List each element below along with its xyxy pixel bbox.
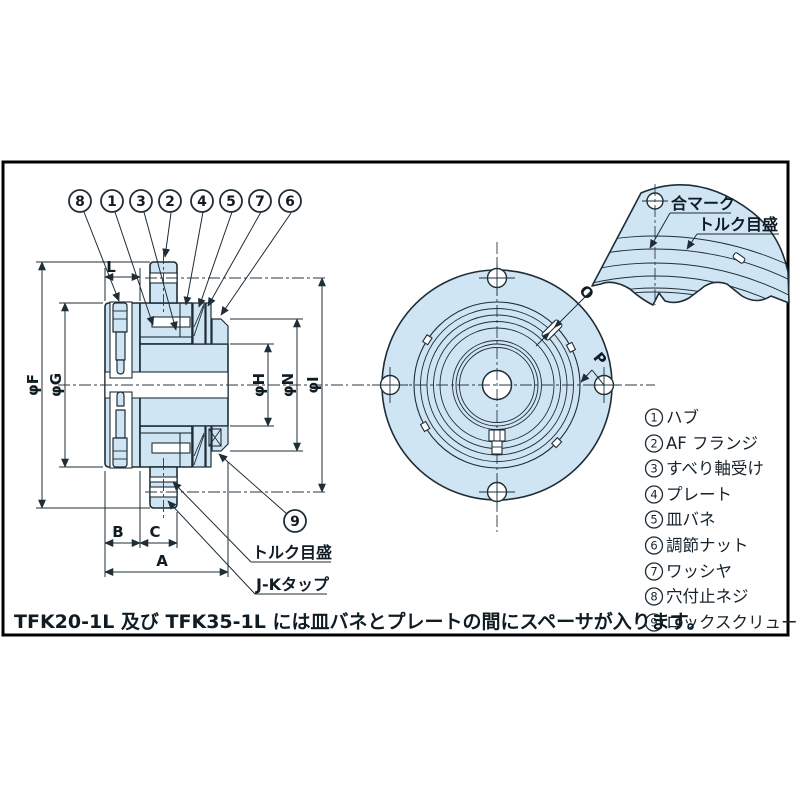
spring-hatch — [193, 305, 205, 337]
disc-spring-bottom — [192, 425, 206, 468]
slide-bearing-top — [139, 336, 193, 345]
spring-hatch — [193, 303, 205, 328]
svg-text:穴付止ネジ: 穴付止ネジ — [666, 587, 749, 606]
dim-label-a: A — [156, 552, 168, 570]
slide-bearing-bottom — [139, 425, 193, 434]
dim-label-b: B — [112, 523, 123, 541]
svg-text:7: 7 — [255, 194, 265, 210]
lock-screw-front — [488, 429, 506, 455]
legend-item-3: 3 すべり軸受け — [644, 459, 764, 478]
detail-view: 合マーク トルク目盛 — [591, 184, 790, 306]
svg-text:AF フランジ: AF フランジ — [666, 434, 758, 453]
spacer-note: TFK20-1L 及び TFK35-1L には皿バネとプレートの間にスペーサが入… — [14, 610, 706, 633]
callout-7: 7 — [248, 189, 272, 213]
adjust-nut-top — [211, 318, 229, 345]
svg-text:8: 8 — [75, 194, 85, 210]
svg-text:トルク目盛: トルク目盛 — [698, 215, 778, 234]
svg-text:6: 6 — [650, 539, 657, 553]
align-mark-label: 合マーク — [649, 194, 735, 249]
svg-text:3: 3 — [650, 462, 657, 476]
adjust-nut-bottom — [211, 425, 229, 452]
dimension-l: L — [104, 258, 141, 301]
callout-9: 9 — [218, 453, 307, 533]
callout-1: 1 — [100, 189, 124, 213]
svg-text:2: 2 — [165, 194, 175, 210]
svg-text:2: 2 — [650, 437, 657, 451]
svg-text:皿バネ: 皿バネ — [666, 510, 716, 529]
slide-gap-top — [151, 316, 191, 328]
svg-text:調節ナット: 調節ナット — [666, 536, 749, 555]
svg-text:すべり軸受け: すべり軸受け — [666, 459, 764, 478]
svg-text:5: 5 — [226, 194, 236, 210]
spring-hatch — [193, 432, 205, 457]
dimension-phi-n: φN — [230, 318, 303, 452]
callout-3: 3 — [129, 189, 153, 213]
dim-label-phi-i: φI — [304, 376, 322, 393]
dim-label-phi-f: φF — [24, 374, 42, 396]
svg-text:4: 4 — [650, 488, 657, 502]
callout-5: 5 — [219, 189, 243, 213]
svg-text:4: 4 — [197, 194, 207, 210]
nut-notches — [419, 334, 577, 449]
dim-label-phi-h: φH — [250, 373, 268, 397]
jk-tap-label: J-Kタップ — [167, 500, 330, 595]
callout-2: 2 — [158, 189, 182, 213]
svg-text:3: 3 — [136, 194, 146, 210]
dim-label-c: C — [149, 523, 160, 541]
svg-text:5: 5 — [650, 513, 657, 527]
svg-text:トルク目盛: トルク目盛 — [252, 543, 332, 562]
lock-screw-section — [208, 428, 222, 447]
dimension-c: C — [139, 512, 178, 548]
svg-text:8: 8 — [650, 590, 657, 604]
svg-text:1: 1 — [650, 411, 657, 425]
dimension-b: B — [104, 471, 141, 577]
svg-text:プレート: プレート — [666, 485, 732, 504]
svg-text:7: 7 — [650, 565, 657, 579]
dimension-phi-g: φG — [47, 302, 103, 468]
dimension-phi-f: φF — [24, 261, 150, 509]
callout-leaders — [83, 211, 292, 331]
torque-scale-label-section: トルク目盛 — [172, 481, 332, 563]
svg-text:ワッシヤ: ワッシヤ — [666, 562, 732, 581]
dim-label-phi-g: φG — [47, 373, 65, 397]
svg-text:9: 9 — [290, 514, 300, 530]
set-screw-top — [109, 301, 133, 379]
legend: 1 ハブ 2 AF フランジ 3 すべり軸受け 4 プレート 5 皿バネ 6 調… — [644, 407, 798, 632]
slide-gap-bottom — [151, 442, 191, 454]
legend-item-6: 6 調節ナット — [644, 536, 749, 555]
torque-scale-label-detail: トルク目盛 — [686, 215, 779, 250]
svg-text:1: 1 — [107, 194, 117, 210]
front-view: O P — [352, 242, 655, 532]
dim-label-phi-n: φN — [279, 373, 297, 397]
dimension-phi-i: φI — [304, 277, 326, 493]
svg-text:9: 9 — [650, 616, 657, 630]
legend-item-9: 9 ロックスクリュー — [644, 613, 798, 632]
callout-4: 4 — [190, 189, 214, 213]
washer-top — [205, 302, 212, 345]
dimension-a: A — [104, 462, 229, 577]
section-view — [58, 252, 348, 518]
dimension-phi-h: φH — [230, 343, 274, 427]
legend-item-1: 1 ハブ — [644, 407, 699, 427]
legend-item-8: 8 穴付止ネジ — [644, 587, 749, 606]
svg-text:ロックスクリュー: ロックスクリュー — [666, 613, 798, 632]
set-screw-bottom — [109, 391, 133, 469]
dim-label-l: L — [106, 258, 116, 276]
callout-8: 8 — [68, 189, 92, 213]
legend-item-2: 2 AF フランジ — [644, 434, 758, 453]
legend-item-7: 7 ワッシヤ — [644, 562, 732, 581]
legend-item-4: 4 プレート — [644, 485, 732, 504]
legend-item-5: 5 皿バネ — [644, 510, 716, 529]
svg-text:ハブ: ハブ — [666, 407, 699, 427]
svg-text:合マーク: 合マーク — [671, 194, 735, 213]
svg-text:6: 6 — [285, 194, 295, 210]
svg-text:J-Kタップ: J-Kタップ — [255, 575, 330, 594]
spring-hatch — [193, 434, 205, 466]
callout-6: 6 — [278, 189, 302, 213]
callout-circles-top: 8 1 3 2 4 5 7 6 — [68, 189, 302, 213]
